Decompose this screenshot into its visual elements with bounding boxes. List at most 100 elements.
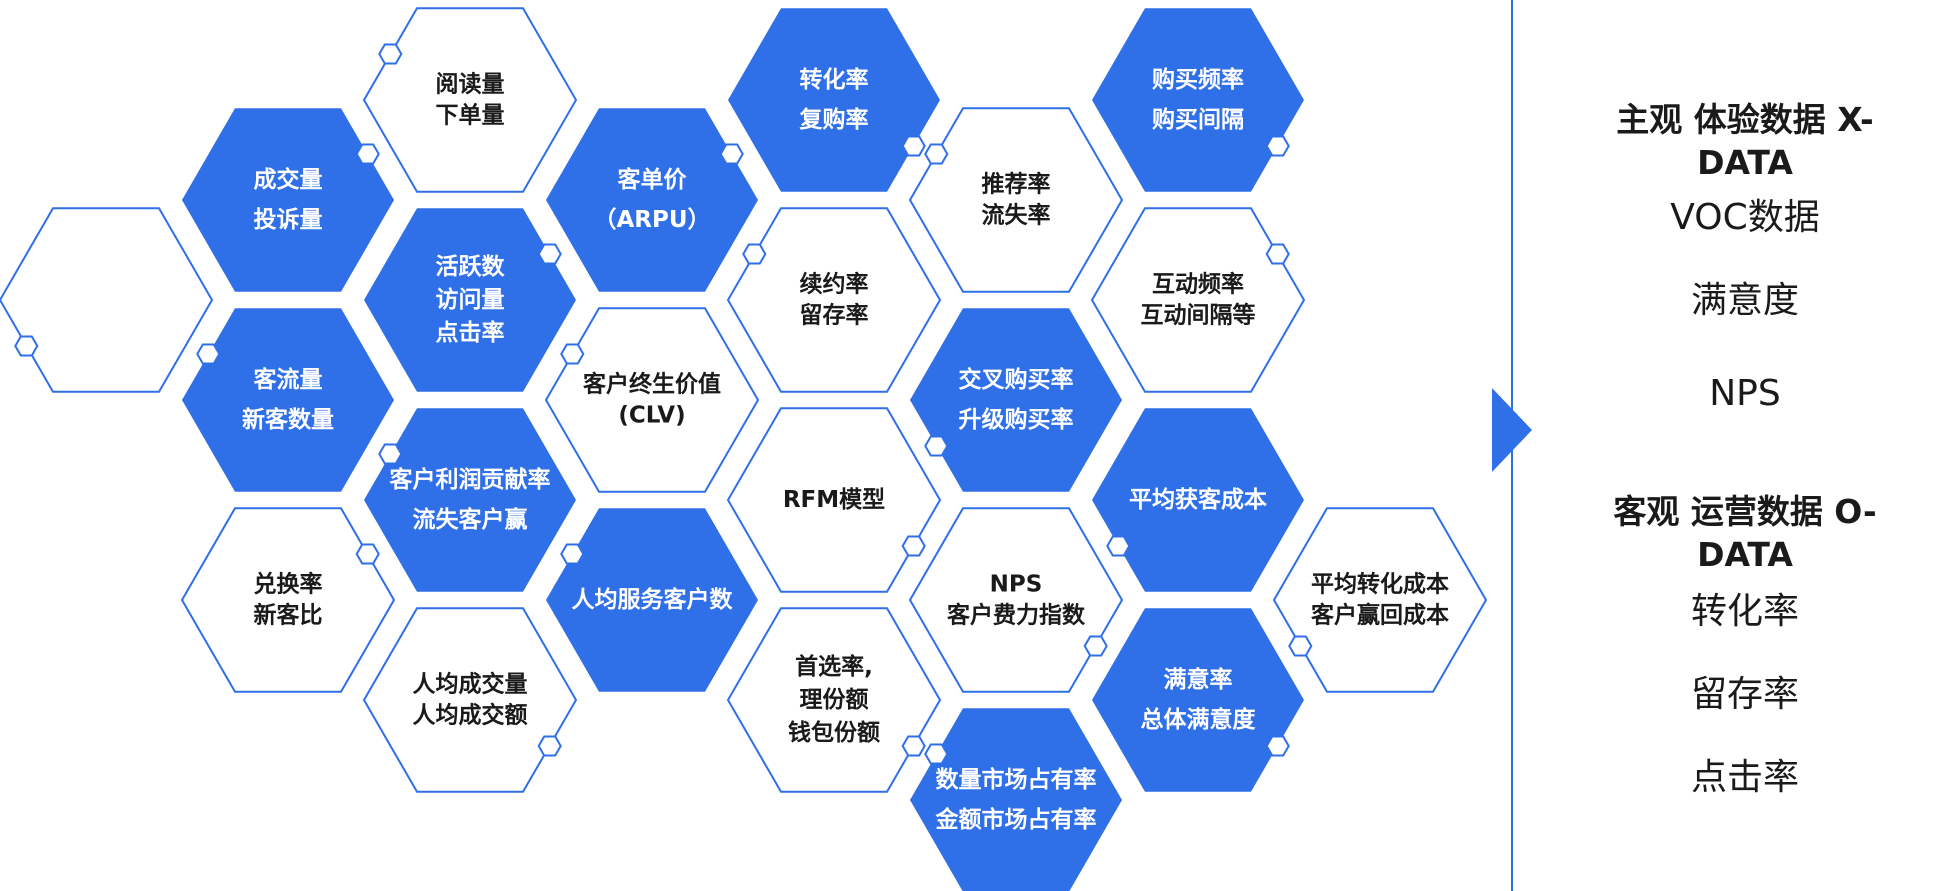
hexagon-badge-icon [1265, 735, 1290, 757]
hexagon-badge-icon [560, 343, 585, 365]
hexagon-shape [726, 607, 942, 793]
hexagon-badge-icon [1265, 243, 1290, 265]
hexagon-badge-icon [924, 435, 949, 457]
hexagon-shape [180, 507, 396, 693]
hexagon-shape [364, 408, 576, 592]
hexagon-label: 互动间隔等 [1141, 302, 1256, 329]
hexagon-label: 互动频率 [1152, 271, 1244, 298]
hexagon-cell: 平均获客成本 [1092, 408, 1304, 592]
hexagon-label: 客户终生价值 [583, 371, 721, 398]
hexagon-label: 满意率 [1164, 666, 1233, 693]
hexagon-badge-icon [537, 243, 562, 265]
hexagon-label: 兑换率 [254, 571, 323, 598]
hexagon-label: 客流量 [254, 366, 323, 393]
hexagon-cell: 客户终生价值 (CLV) [544, 307, 760, 493]
hexagon-shape [910, 308, 1122, 492]
hexagon-label: 续约率 [800, 271, 869, 298]
hexagon-shape [546, 508, 758, 692]
hexagon-label: 转化率 [800, 66, 869, 93]
hexagon-badge-icon [196, 343, 221, 365]
hexagon-shape [726, 407, 942, 593]
hexagon-label: 活跃数 [436, 254, 506, 280]
hexagon-label: 留存率 [800, 302, 869, 329]
hexagon-label: 新客比 [254, 602, 323, 629]
hexagon-label: 总体满意度 [1141, 706, 1257, 733]
hexagon-badge-icon [355, 143, 380, 165]
hexagon-badge-icon [14, 335, 39, 357]
subjective-heading: 主观 体验数据 X-DATA [1616, 100, 1874, 182]
hexagon-badge-icon [378, 43, 403, 65]
hexagon-shape [1092, 408, 1304, 592]
hexagon-shape [182, 108, 394, 292]
hexagon-label: 数量市场占有率 [936, 766, 1097, 793]
hexagon-badge-icon [1083, 635, 1108, 657]
hexagon-label: 理份额 [800, 687, 869, 713]
hexagon-badge-icon [1106, 535, 1131, 557]
hexagon-label: 人均服务客户数 [572, 586, 734, 613]
hexagon-badge-icon [537, 735, 562, 757]
hexagon-label: 推荐率 [982, 171, 1051, 198]
hexagon-badge-icon [1288, 635, 1313, 657]
hexagon-label: 客户费力指数 [947, 602, 1086, 629]
hexagon-shape [908, 107, 1124, 293]
hexagon-cell: RFM模型 [726, 407, 942, 593]
hexagon-label: 新客数量 [242, 406, 334, 433]
hexagon-label: 购买间隔 [1152, 107, 1244, 133]
hexagon-badge-icon [719, 143, 744, 165]
hexagon-cell: 人均服务客户数 [546, 508, 758, 692]
hexagon-shape [1272, 507, 1488, 693]
hexagon-shape [726, 207, 942, 393]
hexagon-label: 人均成交量 [413, 671, 528, 698]
hexagon-badge-icon [924, 143, 949, 165]
hexagon-badge-icon [742, 243, 767, 265]
hexagon-badge-icon [355, 543, 380, 565]
hexagon-label: 人均成交额 [413, 702, 528, 729]
hexagon-label: 首选率, [795, 653, 873, 680]
hexagon-label: NPS [990, 572, 1043, 598]
hexagon-badge-icon [901, 135, 926, 157]
hexagon-label: 点击率 [436, 319, 505, 346]
hexagon-label: (CLV) [618, 403, 685, 429]
objective-heading: 客观 运营数据 O-DATA [1613, 492, 1877, 574]
hexagon-shape [1092, 8, 1304, 192]
hexagon-label: 流失客户赢 [413, 506, 528, 533]
hexagon-label: 金额市场占有率 [935, 806, 1097, 833]
hexagon-shape [0, 207, 214, 393]
arrow-right-icon [1492, 388, 1532, 472]
hexagon-label: 客户赢回成本 [1311, 602, 1449, 629]
hexagon-badge-icon [1265, 135, 1290, 157]
hexagon-cell [0, 207, 214, 393]
hexagon-label: 成交量 [254, 166, 323, 193]
hexagon-label: 客单价 [618, 166, 688, 193]
objective-item-retention: 留存率 [1690, 674, 1799, 715]
hexagon-shape [546, 108, 758, 292]
hexagon-label: 复购率 [799, 106, 869, 133]
hexagon-label: 钱包份额 [788, 719, 880, 746]
hexagon-shape [728, 8, 940, 192]
objective-item-ctr: 点击率 [1690, 757, 1799, 798]
hexagon-shape [362, 607, 578, 793]
hexagon-shape [362, 7, 578, 193]
hexagon-label: 流失率 [982, 202, 1051, 229]
hexagon-shape [364, 208, 576, 392]
hexagon-badge-icon [378, 443, 403, 465]
hexagon-label: 阅读量 [436, 72, 505, 98]
hexagon-shape [1090, 207, 1306, 393]
subjective-item-voc: VOC数据 [1670, 197, 1820, 238]
